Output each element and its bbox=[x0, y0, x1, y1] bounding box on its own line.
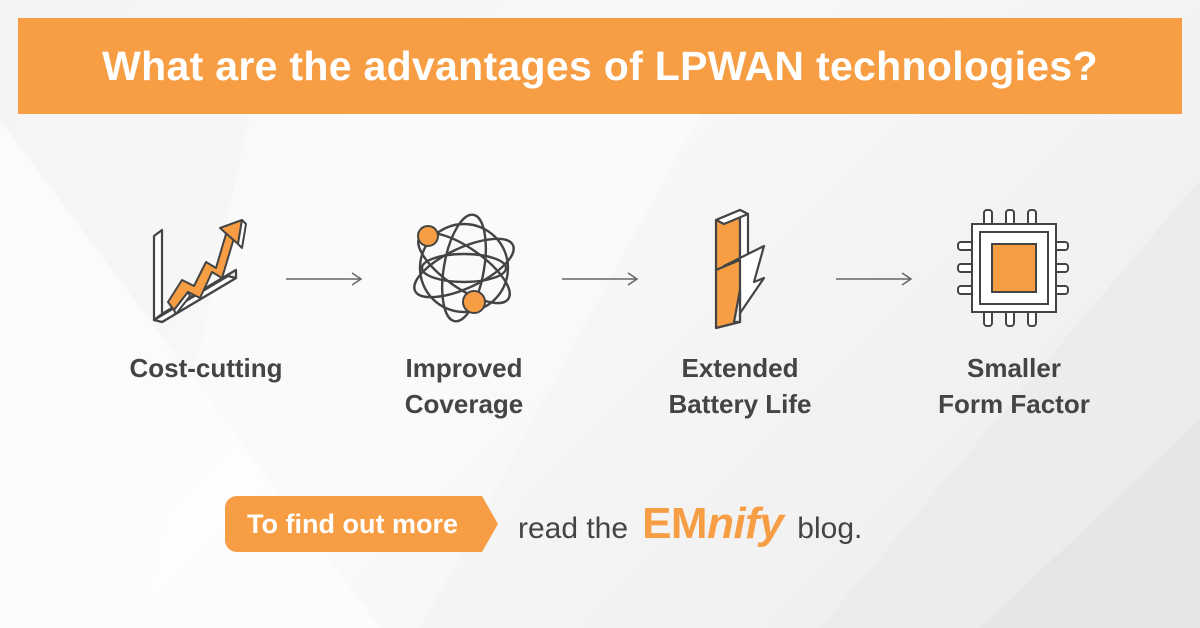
feature-label-improved-coverage: Improved Coverage bbox=[404, 353, 524, 419]
microchip-icon bbox=[954, 206, 1074, 330]
feature-label-extended-battery-life: Extended Battery Life bbox=[668, 353, 812, 419]
find-out-more-button[interactable]: To find out more bbox=[225, 496, 482, 552]
title-banner: What are the advantages of LPWAN technol… bbox=[18, 18, 1182, 114]
page-title: What are the advantages of LPWAN technol… bbox=[102, 42, 1098, 89]
feature-label-cost-cutting: Cost-cutting bbox=[129, 353, 283, 383]
button-arrow-tip bbox=[481, 496, 498, 552]
lightning-bolt-icon bbox=[680, 206, 800, 330]
atom-coverage-icon bbox=[404, 206, 524, 330]
growth-chart-icon bbox=[146, 206, 266, 330]
arrow-right-icon bbox=[286, 272, 363, 286]
call-to-action[interactable]: To find out more read the EMnify blog. bbox=[225, 496, 862, 552]
arrow-right-icon bbox=[836, 272, 913, 286]
arrow-right-icon bbox=[562, 272, 639, 286]
cta-prefix: read the bbox=[517, 512, 629, 545]
feature-label-smaller-form-factor: Smaller Form Factor bbox=[938, 353, 1090, 419]
cta-suffix: blog. bbox=[797, 512, 863, 545]
brand-logo: EMnify bbox=[642, 499, 784, 548]
blog-link-text[interactable]: read the EMnify blog. bbox=[518, 499, 862, 549]
